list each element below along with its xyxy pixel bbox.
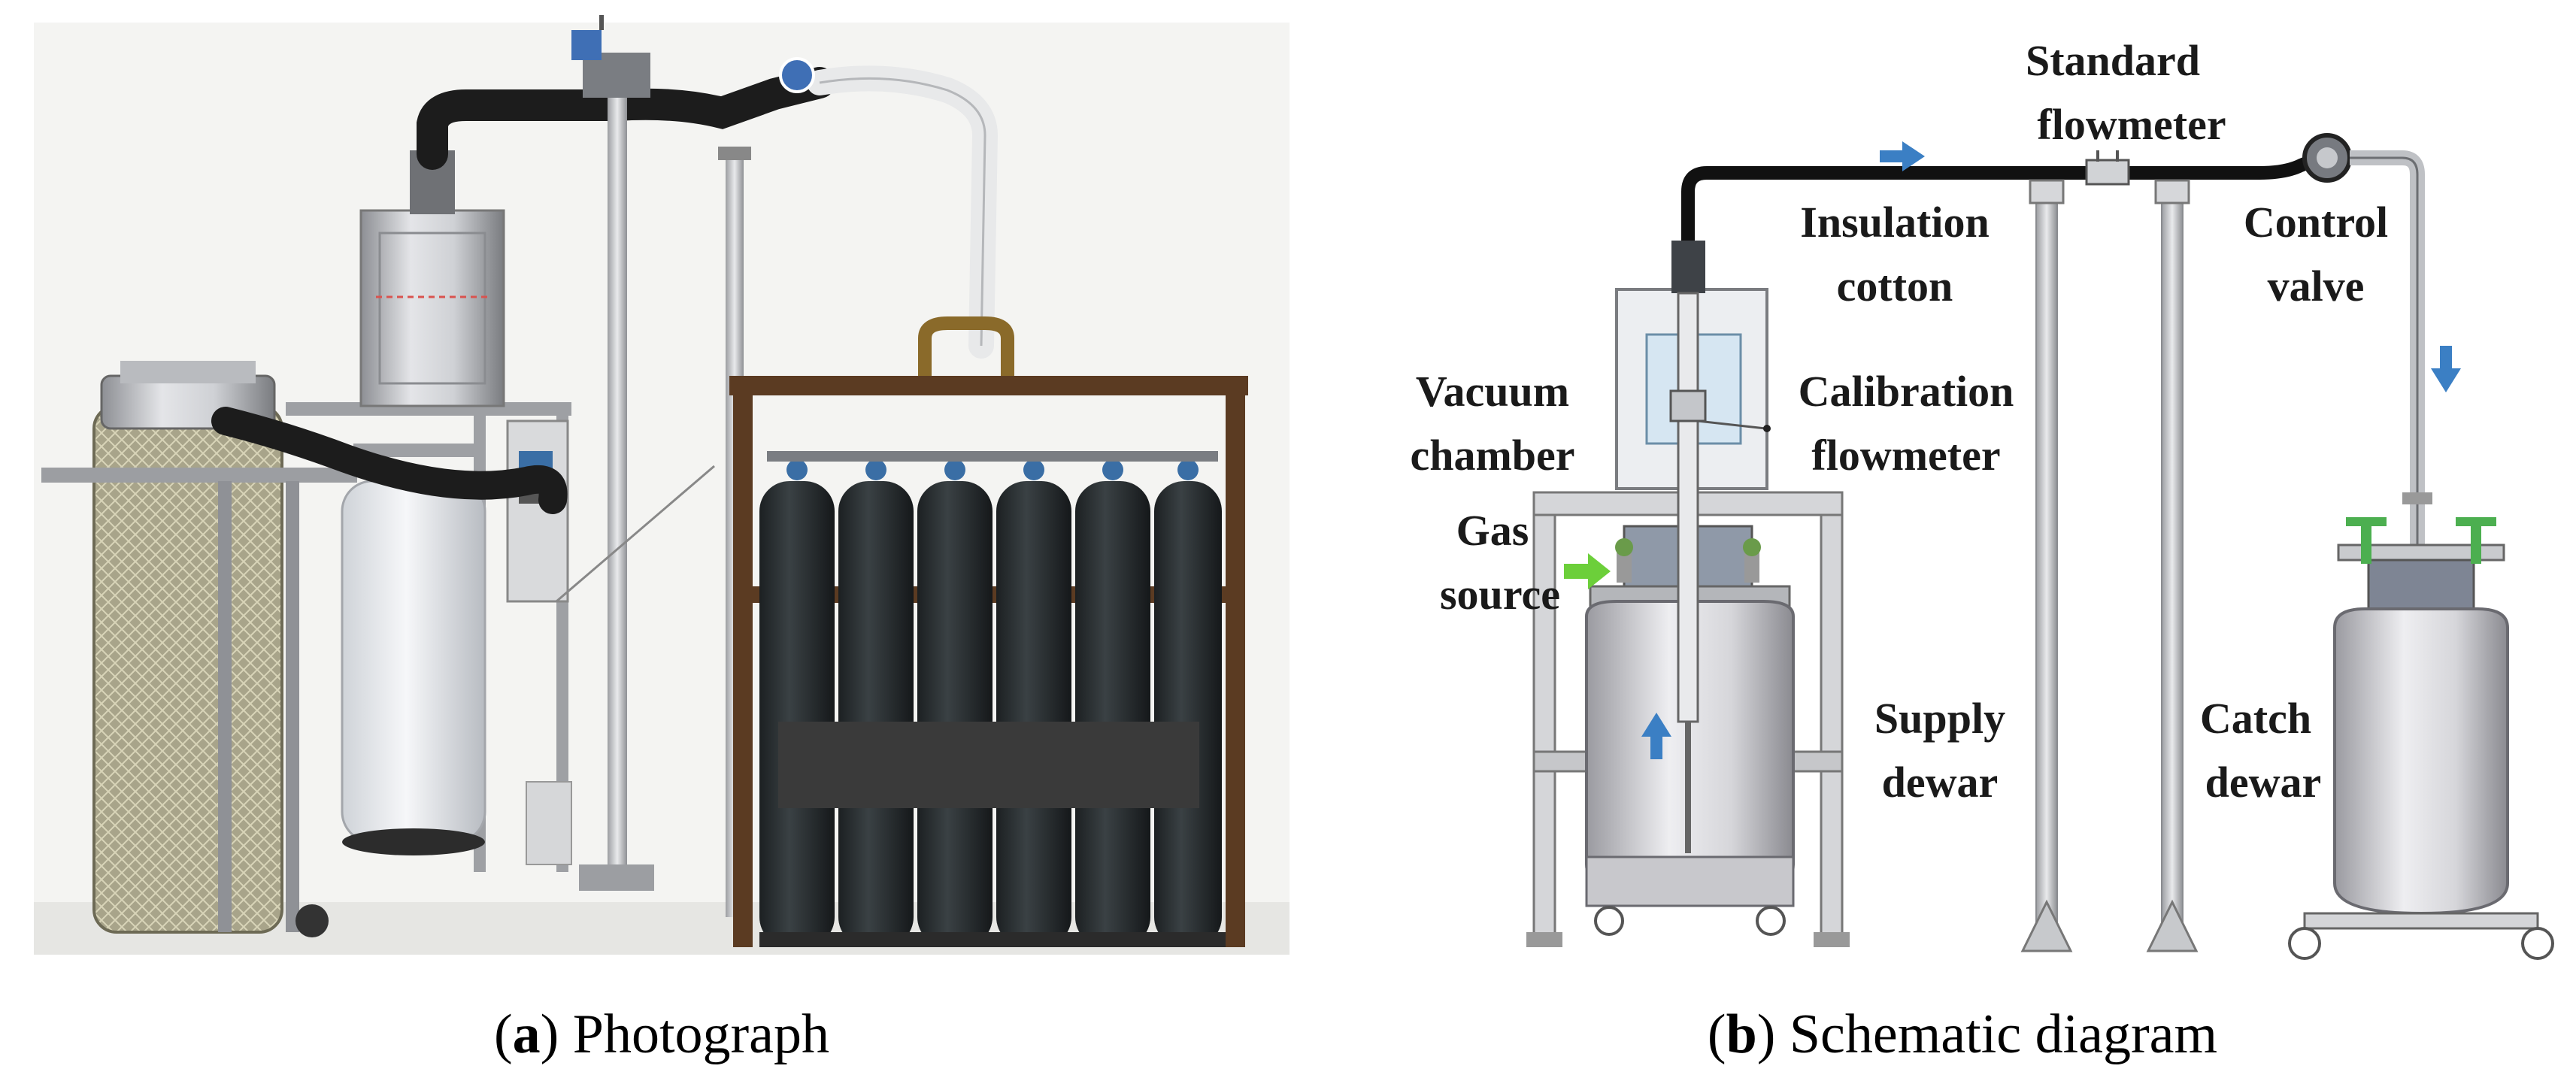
label-insulation-cotton: Insulation	[1800, 198, 1989, 247]
label-supply-dewar: Supply	[1874, 694, 2005, 743]
label-control-valve: Control	[2244, 198, 2388, 247]
label-standard-flowmeter-2: flowmeter	[2037, 100, 2226, 149]
catch-dewar-symbol	[2288, 492, 2554, 960]
calibration-flowmeter-symbol	[1669, 292, 1771, 853]
flow-direction-arrow	[2431, 346, 2461, 392]
label-control-valve-2: valve	[2268, 262, 2365, 310]
insulated-pipe	[1681, 151, 2326, 247]
label-calibration-flowmeter: Calibration	[1799, 367, 2014, 416]
label-catch-dewar: Catch	[2200, 694, 2311, 743]
photo-gas-cylinder	[917, 481, 993, 947]
support-pole-right	[2146, 179, 2199, 952]
photo-ln2-dewar	[41, 361, 357, 937]
photo-gas-cylinder	[1075, 481, 1150, 947]
photo-gas-cylinder	[1154, 481, 1222, 947]
photo-gas-cylinder-rack	[729, 316, 1248, 947]
label-catch-dewar-2: dewar	[2205, 758, 2322, 807]
label-supply-dewar-2: dewar	[1882, 758, 1999, 807]
photo-caption: (a) Photograph	[494, 1004, 829, 1065]
photograph-panel: (a) Photograph	[34, 15, 1290, 1065]
label-gas-source-2: source	[1440, 570, 1560, 619]
standard-flowmeter-symbol	[2085, 150, 2130, 186]
label-standard-flowmeter: Standard	[2026, 36, 2200, 85]
control-valve-symbol	[2302, 133, 2352, 183]
photo-supply-dewar	[341, 480, 486, 843]
label-calibration-flowmeter-2: flowmeter	[1811, 431, 2000, 480]
schematic-caption: (b) Schematic diagram	[1708, 1004, 2217, 1065]
flow-direction-arrow	[1880, 141, 1925, 171]
photo-test-rig	[286, 150, 572, 872]
photo-vacuum-chamber	[359, 209, 505, 407]
label-vacuum-chamber-2: chamber	[1410, 431, 1574, 480]
flow-direction-arrow	[1641, 713, 1671, 759]
label-vacuum-chamber: Vacuum	[1416, 367, 1569, 416]
support-pole-left	[2020, 179, 2073, 952]
schematic-panel: Standard flowmeter Insulation cotton Con…	[1410, 36, 2554, 1065]
photo-gas-cylinder	[838, 481, 914, 947]
photo-transfer-hose	[211, 407, 568, 514]
label-gas-source: Gas	[1456, 506, 1529, 555]
photo-flowmeter-assembly	[571, 15, 815, 98]
label-insulation-cotton-2: cotton	[1837, 262, 1953, 310]
photo-gas-cylinder	[996, 481, 1071, 947]
photo-gas-cylinder	[759, 481, 835, 947]
gas-source-arrow	[1564, 553, 1611, 589]
